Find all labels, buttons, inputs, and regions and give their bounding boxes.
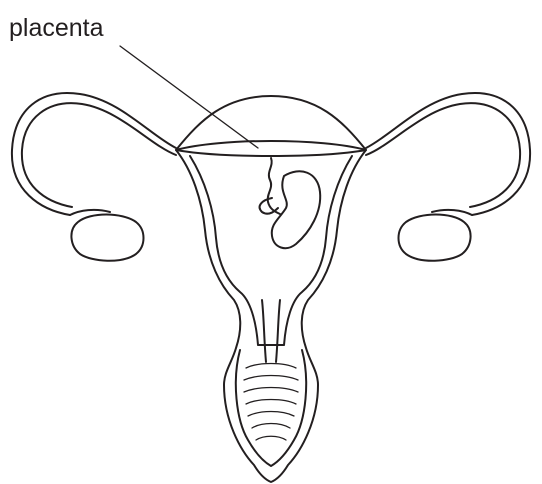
vaginal-fold	[252, 424, 290, 429]
vaginal-fold	[244, 388, 298, 393]
vaginal-fold	[248, 412, 294, 417]
right-fallopian-tube-inner	[366, 103, 520, 207]
right-ovary	[399, 215, 471, 261]
right-fallopian-tube-outer	[366, 93, 530, 215]
vaginal-fold	[246, 364, 296, 369]
umbilical-cord	[268, 158, 280, 214]
vaginal-fold	[256, 436, 286, 440]
left-fallopian-tube-inner	[22, 103, 176, 207]
placenta	[176, 141, 366, 156]
left-fallopian-tube-outer	[12, 93, 176, 215]
left-ovary	[71, 215, 143, 261]
cervical-canal	[262, 300, 280, 362]
vaginal-fold	[246, 400, 296, 405]
vaginal-fold	[244, 376, 298, 381]
placenta-label: placenta	[9, 14, 104, 42]
embryo	[272, 171, 320, 248]
